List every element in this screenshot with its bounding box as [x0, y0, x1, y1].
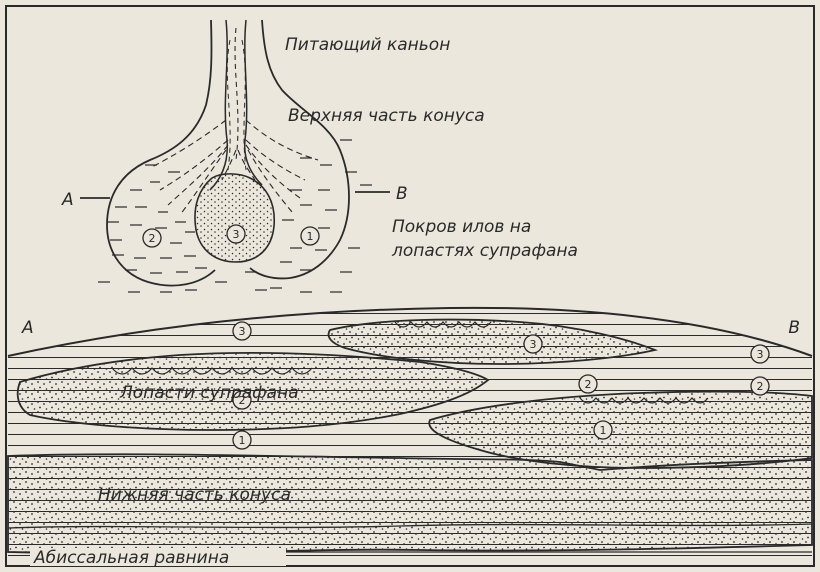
label-upper-fan: Верхняя часть конуса: [288, 106, 485, 126]
label-lower-fan: Нижняя часть конуса: [98, 485, 291, 505]
lobe-2-number: 2: [149, 232, 156, 245]
marker-2-center-number: 2: [585, 378, 592, 391]
lobe-1-number: 1: [307, 230, 314, 243]
marker-3-right-number: 3: [757, 348, 764, 361]
plan-label-a: А: [61, 190, 74, 210]
marker-1-left-number: 1: [239, 434, 246, 447]
lobe-3-outline: [195, 174, 274, 262]
lobe-3-number: 3: [233, 228, 240, 241]
marker-2-right-number: 2: [757, 380, 764, 393]
section-label-a: А: [21, 318, 34, 338]
label-abyssal-plain: Абиссальная равнина: [33, 548, 229, 568]
plan-label-b: В: [396, 184, 408, 204]
label-suprafan-lobes: Лопасти супрафана: [119, 383, 299, 403]
marker-3-center-number: 3: [530, 338, 537, 351]
label-mud-cover-1: Покров илов на: [392, 217, 531, 237]
label-mud-cover-2: лопастях супрафана: [391, 241, 578, 261]
cross-section: А В 3 3 3 2 2 2 1 1 Лопасти супрафана Ни…: [8, 308, 812, 568]
section-label-b: В: [788, 318, 800, 338]
marker-1-right-number: 1: [600, 424, 607, 437]
marker-3-left-number: 3: [239, 325, 246, 338]
label-feeder-canyon: Питающий каньон: [285, 35, 450, 55]
